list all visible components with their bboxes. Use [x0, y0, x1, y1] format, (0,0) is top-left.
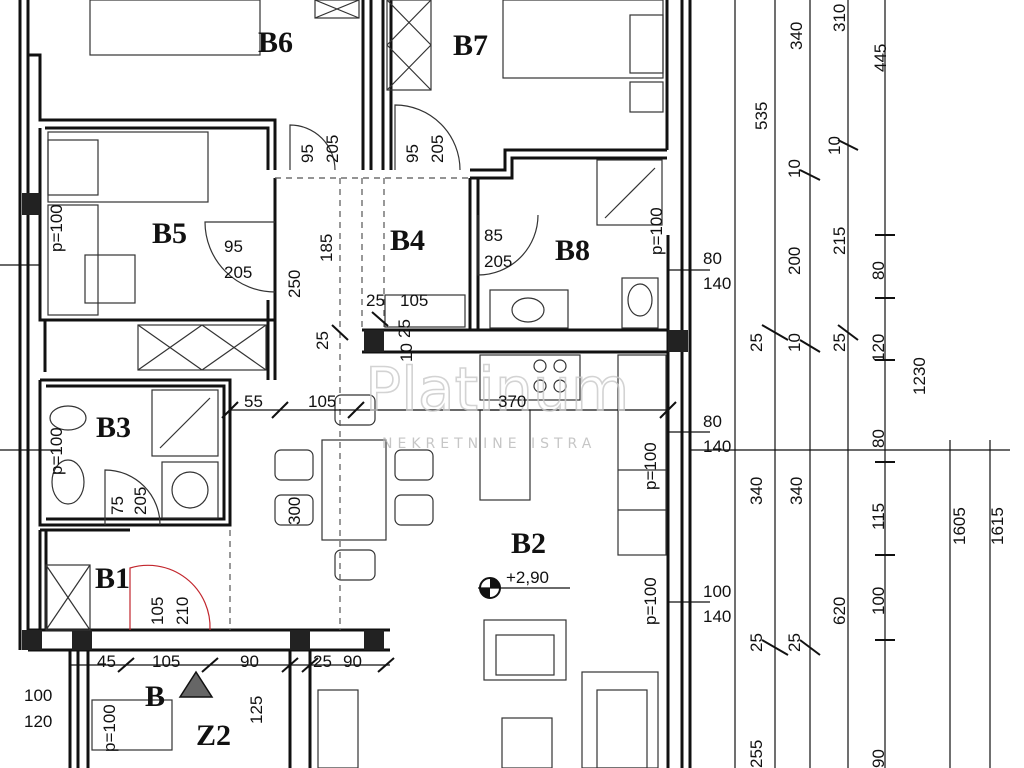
room-label-z2: Z2	[196, 719, 231, 752]
dim-label: 95	[403, 144, 422, 163]
dim-label: p=100	[100, 704, 119, 752]
dim-label: 75	[108, 496, 127, 515]
dim-label: 1615	[988, 507, 1007, 545]
dim-label: p=100	[47, 204, 66, 252]
dim-label: 80	[703, 249, 722, 268]
dim-label: 80	[703, 412, 722, 431]
dim-label: 205	[224, 263, 252, 282]
dim-label: 90	[869, 749, 888, 768]
dim-label: 10	[397, 343, 416, 362]
dim-label: 620	[830, 597, 849, 625]
dashed-lines	[229, 177, 470, 630]
dim-label: 45	[97, 652, 116, 671]
dim-label: 25	[313, 331, 332, 350]
dim-label: 185	[317, 234, 336, 262]
dim-label: p=100	[641, 577, 660, 625]
dim-label: 25	[395, 319, 414, 338]
dim-label: 120	[24, 712, 52, 731]
dim-label: 205	[131, 487, 150, 515]
dim-label: 310	[830, 4, 849, 32]
wall-columns	[22, 193, 688, 650]
dim-label: 25	[747, 633, 766, 652]
dim-label: p=100	[647, 207, 666, 255]
dim-label: 1605	[950, 507, 969, 545]
dim-label: 105	[308, 392, 336, 411]
dim-label: p=100	[47, 427, 66, 475]
room-label-b1: B1	[95, 562, 130, 595]
dim-label: 300	[285, 497, 304, 525]
dim-label: 105	[148, 597, 167, 625]
dim-label: 100	[24, 686, 52, 705]
dim-label: 95	[298, 144, 317, 163]
dim-label: 120	[869, 334, 888, 362]
room-label-b8: B8	[555, 234, 590, 267]
section-label-b: B	[145, 680, 165, 713]
dim-label: 140	[703, 607, 731, 626]
dim-label: 100	[869, 587, 888, 615]
dim-label: 115	[869, 503, 888, 530]
dim-label: 200	[785, 247, 804, 275]
dim-label: 80	[869, 429, 888, 448]
dim-label: 105	[152, 652, 180, 671]
room-label-b6: B6	[258, 26, 293, 59]
dim-label: 25	[366, 291, 385, 310]
dim-label: 340	[787, 22, 806, 50]
dim-label: 25	[747, 333, 766, 352]
dim-label: 25	[313, 652, 332, 671]
dim-label: p=100	[641, 442, 660, 490]
dim-label: 100	[703, 582, 731, 601]
room-label-b5: B5	[152, 217, 187, 250]
dim-label: 255	[747, 740, 766, 768]
dim-label: 10	[785, 159, 804, 178]
dim-label: 210	[173, 597, 192, 625]
room-labels: B6 B7 B5 B4 B8 B3 B2 B1 Z2 B +2,90	[95, 26, 590, 752]
watermark: Platinum NEKRETNINE ISTRA	[364, 354, 630, 452]
dim-label: 140	[703, 274, 731, 293]
dim-label: 90	[240, 652, 259, 671]
dimension-ticks	[117, 139, 895, 673]
dimension-labels: 95 205 85 205 55 105 370 25 105 45 105 9…	[24, 226, 731, 731]
room-label-b4: B4	[390, 224, 425, 257]
dim-label: 340	[747, 477, 766, 505]
dim-label: 125	[247, 696, 266, 724]
watermark-brand: Platinum	[365, 355, 629, 425]
dim-label: 205	[323, 135, 342, 163]
level-value: +2,90	[506, 568, 549, 587]
dim-label: 445	[871, 44, 890, 72]
dim-label: 205	[428, 135, 447, 163]
dim-label: 55	[244, 392, 263, 411]
dim-label: 105	[400, 291, 428, 310]
dim-label: 90	[343, 652, 362, 671]
dim-label: 250	[285, 270, 304, 298]
dim-label: 140	[703, 437, 731, 456]
dim-label: 215	[830, 227, 849, 255]
dim-label: 25	[785, 633, 804, 652]
room-label-b3: B3	[96, 411, 131, 444]
room-label-b2: B2	[511, 527, 546, 560]
dim-label: 535	[752, 102, 771, 130]
dim-label: 85	[484, 226, 503, 245]
dim-label: 80	[869, 261, 888, 280]
walls	[18, 0, 692, 768]
dim-label: 10	[785, 333, 804, 352]
dim-label: 10	[825, 136, 844, 155]
dim-label: 340	[787, 477, 806, 505]
dim-label: 1230	[910, 357, 929, 395]
dim-label: 95	[224, 237, 243, 256]
furniture	[45, 0, 667, 768]
vertical-dimension-labels: 95 205 95 205 250 185 25 25 10 300 p=100…	[47, 4, 1007, 768]
watermark-tagline: NEKRETNINE ISTRA	[382, 436, 596, 452]
dim-label: 25	[830, 333, 849, 352]
level-marker-icon	[478, 577, 570, 599]
dim-label: 370	[498, 392, 526, 411]
door-swings	[104, 104, 539, 631]
dim-label: 205	[484, 252, 512, 271]
entrance-arrow-icon	[178, 670, 214, 698]
room-label-b7: B7	[453, 29, 488, 62]
